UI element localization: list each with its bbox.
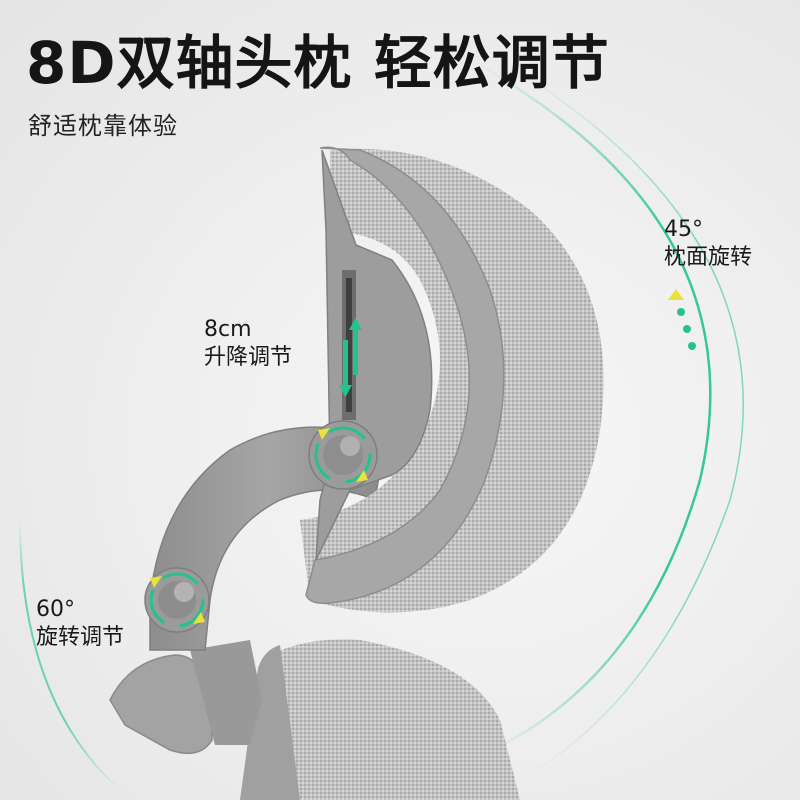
- height-callout: 8cm 升降调节: [204, 316, 292, 371]
- tilt-dots: [668, 289, 696, 350]
- height-arrows-icon: [339, 318, 362, 397]
- rotate-callout: 60° 旋转调节: [36, 596, 124, 651]
- chair-back: [109, 639, 520, 800]
- rotate-angle: 60°: [36, 597, 75, 622]
- rotate-text: 旋转调节: [36, 624, 125, 650]
- tilt-callout: 45° 枕面旋转: [664, 216, 752, 271]
- tilt-range-arc: [19, 58, 744, 791]
- tilt-text: 枕面旋转: [664, 244, 753, 270]
- pivot-rotate-icon: [144, 567, 210, 633]
- page-subtitle: 舒适枕靠体验: [28, 112, 178, 140]
- pivot-rotate-icon: [308, 420, 378, 490]
- height-value: 8cm: [204, 317, 252, 342]
- tilt-angle: 45°: [664, 217, 703, 242]
- height-text: 升降调节: [204, 344, 293, 370]
- page-title: 8D双轴头枕 轻松调节: [26, 29, 610, 97]
